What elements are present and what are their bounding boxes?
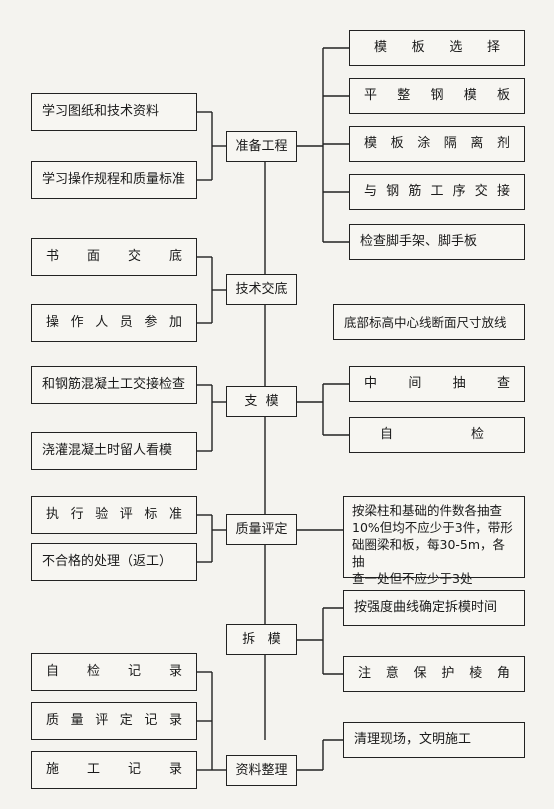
- char: 参: [144, 315, 158, 331]
- char: 择: [486, 40, 500, 56]
- step-quality: 质量评定: [226, 514, 297, 545]
- char: 接: [496, 184, 510, 200]
- operators-box: 操作人员参加: [31, 304, 197, 342]
- char: 序: [452, 184, 466, 200]
- char: 隔: [443, 136, 457, 152]
- char: 质: [46, 713, 60, 729]
- char: 钢: [386, 184, 400, 200]
- char: 保: [413, 666, 427, 682]
- char: 模: [364, 136, 378, 152]
- scaffold-box: 检查脚手架、脚手板: [349, 224, 525, 260]
- step-records: 资料整理: [226, 755, 297, 786]
- char: 注: [358, 666, 372, 682]
- char: 记: [127, 664, 141, 680]
- self-check-record-box: 自检记录: [31, 653, 197, 691]
- char: 检: [86, 664, 100, 680]
- char: 中: [364, 376, 378, 392]
- midway-check-box: 中间抽查: [349, 366, 525, 402]
- pouring-watch-box: 浇灌混凝土时留人看模: [31, 432, 197, 470]
- char: 面: [86, 249, 100, 265]
- char: 意: [385, 666, 399, 682]
- char: 录: [168, 664, 182, 680]
- char: 涂: [417, 136, 431, 152]
- char: 平: [364, 88, 378, 104]
- study-drawings-box: 学习图纸和技术资料: [31, 93, 197, 131]
- step-support: 支 模: [226, 386, 297, 417]
- char: 验: [95, 507, 109, 523]
- step-tech: 技术交底: [226, 274, 297, 305]
- baseline-box: 底部标高中心线断面尺寸放线: [333, 304, 525, 340]
- char: 准: [168, 507, 182, 523]
- char: 剂: [496, 136, 510, 152]
- quality-record-box: 质量评定记录: [31, 702, 197, 740]
- char: 整: [397, 88, 411, 104]
- char: 执: [46, 507, 60, 523]
- char: 查: [496, 376, 510, 392]
- char: 自: [380, 427, 394, 443]
- char: 标: [144, 507, 158, 523]
- char: 板: [390, 136, 404, 152]
- char: 评: [119, 507, 133, 523]
- char: 人: [95, 315, 109, 331]
- char: 施: [46, 762, 60, 778]
- step-prep: 准备工程: [226, 131, 297, 162]
- char: 记: [127, 762, 141, 778]
- strength-curve-box: 按强度曲线确定拆模时间: [343, 590, 525, 626]
- char: 录: [168, 713, 182, 729]
- written-handover-box: 书面交底: [31, 238, 197, 276]
- char: 钢: [430, 88, 444, 104]
- protect-corners-box: 注意保护棱角: [343, 656, 525, 692]
- char: 评: [95, 713, 109, 729]
- char: 自: [46, 664, 60, 680]
- char: 底: [168, 249, 182, 265]
- char: 操: [46, 315, 60, 331]
- flatten-steel-box: 平整钢模板: [349, 78, 525, 114]
- execute-standard-box: 执行验评标准: [31, 496, 197, 534]
- char: 量: [70, 713, 84, 729]
- char: 筋: [408, 184, 422, 200]
- char: 交: [474, 184, 488, 200]
- char: 护: [441, 666, 455, 682]
- unqualified-box: 不合格的处理（返工）: [31, 543, 197, 581]
- char: 离: [470, 136, 484, 152]
- char: 定: [119, 713, 133, 729]
- select-form-box: 模板选择: [349, 30, 525, 66]
- construction-record-box: 施工记录: [31, 751, 197, 789]
- char: 与: [364, 184, 378, 200]
- char: 间: [408, 376, 422, 392]
- char: 板: [411, 40, 425, 56]
- sampling-box: 按梁柱和基础的件数各抽查 10%但均不应少于3件，带形 础圈梁和板，每30-5m…: [343, 496, 525, 586]
- char: 录: [168, 762, 182, 778]
- char: 检: [470, 427, 484, 443]
- clean-site-box: 清理现场，文明施工: [343, 722, 525, 758]
- char: 板: [496, 88, 510, 104]
- char: 选: [449, 40, 463, 56]
- char: 员: [119, 315, 133, 331]
- char: 加: [168, 315, 182, 331]
- self-check-box: 自检: [349, 417, 525, 453]
- study-rules-box: 学习操作规程和质量标准: [31, 161, 197, 199]
- char: 行: [70, 507, 84, 523]
- char: 模: [374, 40, 388, 56]
- step-remove: 拆 模: [226, 624, 297, 655]
- char: 作: [70, 315, 84, 331]
- char: 书: [46, 249, 60, 265]
- char: 抽: [452, 376, 466, 392]
- rebar-process-box: 与钢筋工序交接: [349, 174, 525, 210]
- char: 角: [496, 666, 510, 682]
- char: 交: [127, 249, 141, 265]
- rebar-handover-box: 和钢筋混凝土工交接检查: [31, 366, 197, 404]
- char: 模: [463, 88, 477, 104]
- char: 记: [144, 713, 158, 729]
- char: 工: [430, 184, 444, 200]
- char: 棱: [469, 666, 483, 682]
- release-agent-box: 模板涂隔离剂: [349, 126, 525, 162]
- char: 工: [86, 762, 100, 778]
